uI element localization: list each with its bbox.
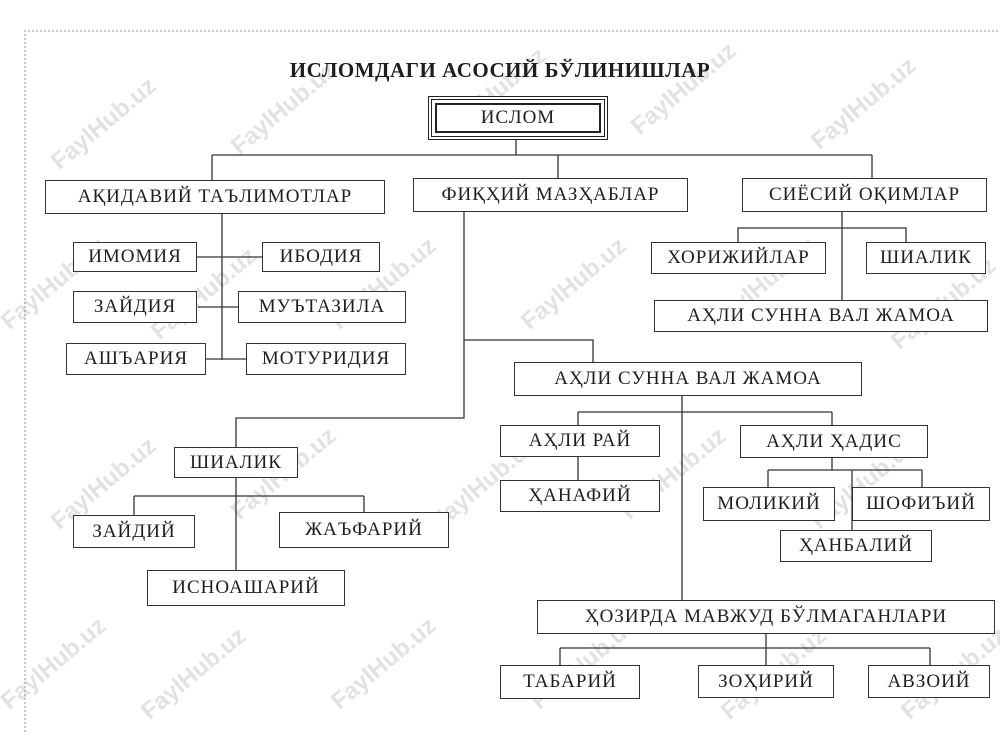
- node-shialik-siyosiy: ШИАЛИК: [866, 242, 986, 274]
- node-ahli-ray: АҲЛИ РАЙ: [500, 425, 660, 457]
- node-molikiy: МОЛИКИЙ: [703, 487, 835, 521]
- node-hanbaliy: ҲАНБАЛИЙ: [780, 530, 932, 562]
- node-ahli-sunna-val-jamoa: АҲЛИ СУННА ВАЛ ЖАМОА: [514, 362, 862, 396]
- node-aqidaviy-talimotlar: АҚИДАВИЙ ТАЪЛИМОТЛАР: [45, 180, 385, 214]
- connector: [235, 212, 465, 447]
- node-jafariy: ЖАЪФАРИЙ: [279, 512, 449, 548]
- node-hanafiy: ҲАНАФИЙ: [500, 480, 660, 512]
- node-ahli-sunna-siyosiy: АҲЛИ СУННА ВАЛ ЖАМОА: [654, 300, 988, 332]
- connector: [190, 256, 262, 360]
- node-hozirda-mavjud-bolmaganlari: ҲОЗИРДА МАВЖУД БЎЛМАГАНЛАРИ: [537, 600, 995, 634]
- node-moturidiya: МОТУРИДИЯ: [246, 343, 406, 375]
- node-zaydiy: ЗАЙДИЙ: [73, 515, 195, 548]
- node-islom: ИСЛОМ: [428, 96, 608, 140]
- connector: [559, 634, 931, 665]
- connector: [464, 339, 594, 362]
- node-ibodiya: ИБОДИЯ: [262, 242, 380, 272]
- node-siyosiy-oqimlar: СИЁСИЙ ОҚИМЛАР: [742, 178, 987, 212]
- node-shofiiy: ШОФИЪИЙ: [852, 487, 990, 521]
- diagram-title: ИСЛОМДАГИ АСОСИЙ БЎЛИНИШЛАР: [289, 58, 711, 82]
- connector: [133, 478, 365, 570]
- connector: [767, 458, 923, 530]
- page-border: [24, 30, 1000, 732]
- node-isnoashariy: ИСНОАШАРИЙ: [147, 570, 345, 606]
- node-zaydiya: ЗАЙДИЯ: [73, 291, 197, 323]
- node-mutazila: МУЪТАЗИЛА: [238, 291, 406, 323]
- node-fiqhiy-mazhablar: ФИҚҲИЙ МАЗҲАБЛАР: [413, 178, 688, 212]
- connector: [577, 411, 833, 425]
- node-ahli-hadis: АҲЛИ ҲАДИС: [740, 425, 928, 458]
- connector: [737, 212, 907, 300]
- node-zohiriy: ЗОҲИРИЙ: [698, 665, 834, 698]
- connector: [211, 140, 873, 180]
- node-avzoiy: АВЗОИЙ: [868, 665, 990, 698]
- node-imomiya: ИМОМИЯ: [73, 242, 197, 272]
- node-xorijiylar: ХОРИЖИЙЛАР: [651, 242, 826, 274]
- node-tabariy: ТАБАРИЙ: [500, 665, 640, 699]
- node-shialik: ШИАЛИК: [174, 447, 298, 478]
- node-ashariya: АШЪАРИЯ: [66, 343, 206, 375]
